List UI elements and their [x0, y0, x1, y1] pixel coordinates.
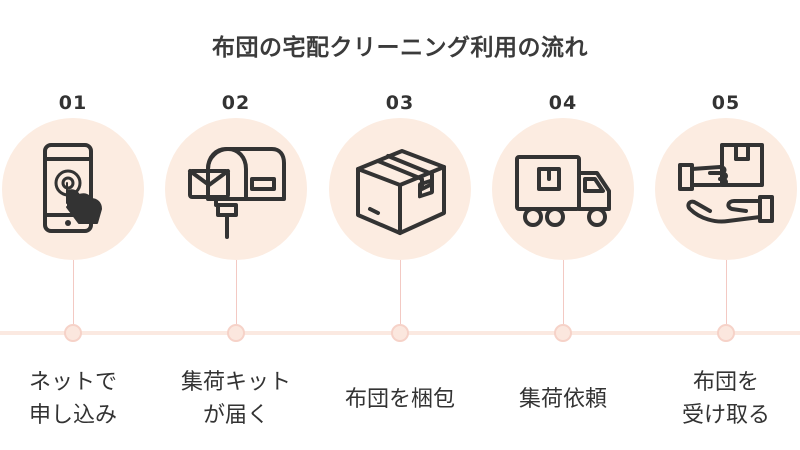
step-connector	[72, 260, 74, 324]
timeline-dot	[64, 324, 82, 342]
step-label-line: 受け取る	[681, 403, 770, 428]
step-icon-circle	[329, 118, 471, 260]
step-label: 集荷キット が届く	[156, 366, 316, 432]
step-4: 04 集荷依頼	[483, 0, 643, 450]
step-number: 02	[221, 92, 251, 114]
step-label: ネットで 申し込み	[0, 366, 153, 432]
step-label: 布団を梱包	[320, 383, 480, 416]
step-connector	[562, 260, 564, 324]
step-label-line: ネットで	[28, 370, 117, 395]
mailbox-icon	[188, 147, 286, 239]
page-title: 布団の宅配クリーニング利用の流れ	[212, 35, 588, 61]
step-label: 集荷依頼	[483, 383, 643, 416]
step-icon-circle	[165, 118, 307, 260]
delivery-truck-icon	[515, 155, 611, 227]
step-3: 03 布団を梱包	[320, 0, 480, 450]
step-number: 04	[548, 92, 578, 114]
step-label-line: 布団を	[692, 370, 759, 395]
step-label-line: 集荷依頼	[518, 387, 607, 412]
step-label-line: 申し込み	[28, 403, 117, 428]
step-number: 05	[711, 92, 741, 114]
step-label-line: が届く	[202, 403, 269, 428]
step-1: 01 ネットで 申し込み	[0, 0, 153, 450]
step-icon-circle	[492, 118, 634, 260]
step-label-line: 布団を梱包	[344, 387, 455, 412]
step-2: 02 集荷キット が届く	[156, 0, 316, 450]
step-number: 03	[385, 92, 415, 114]
step-label-line: 集荷キット	[180, 370, 291, 395]
hand-over-package-icon	[678, 143, 774, 224]
step-connector	[235, 260, 237, 324]
step-connector	[399, 260, 401, 324]
step-number: 01	[58, 92, 88, 114]
step-label: 布団を 受け取る	[646, 366, 800, 432]
timeline-dot	[227, 324, 245, 342]
timeline-dot	[391, 324, 409, 342]
cardboard-box-icon	[356, 149, 446, 235]
step-icon-circle	[2, 118, 144, 260]
step-5: 05 布団を 受け取る	[646, 0, 800, 450]
timeline-dot	[717, 324, 735, 342]
smartphone-tap-icon	[43, 143, 102, 233]
timeline-dot	[554, 324, 572, 342]
step-icon-circle	[655, 118, 797, 260]
step-connector	[725, 260, 727, 324]
